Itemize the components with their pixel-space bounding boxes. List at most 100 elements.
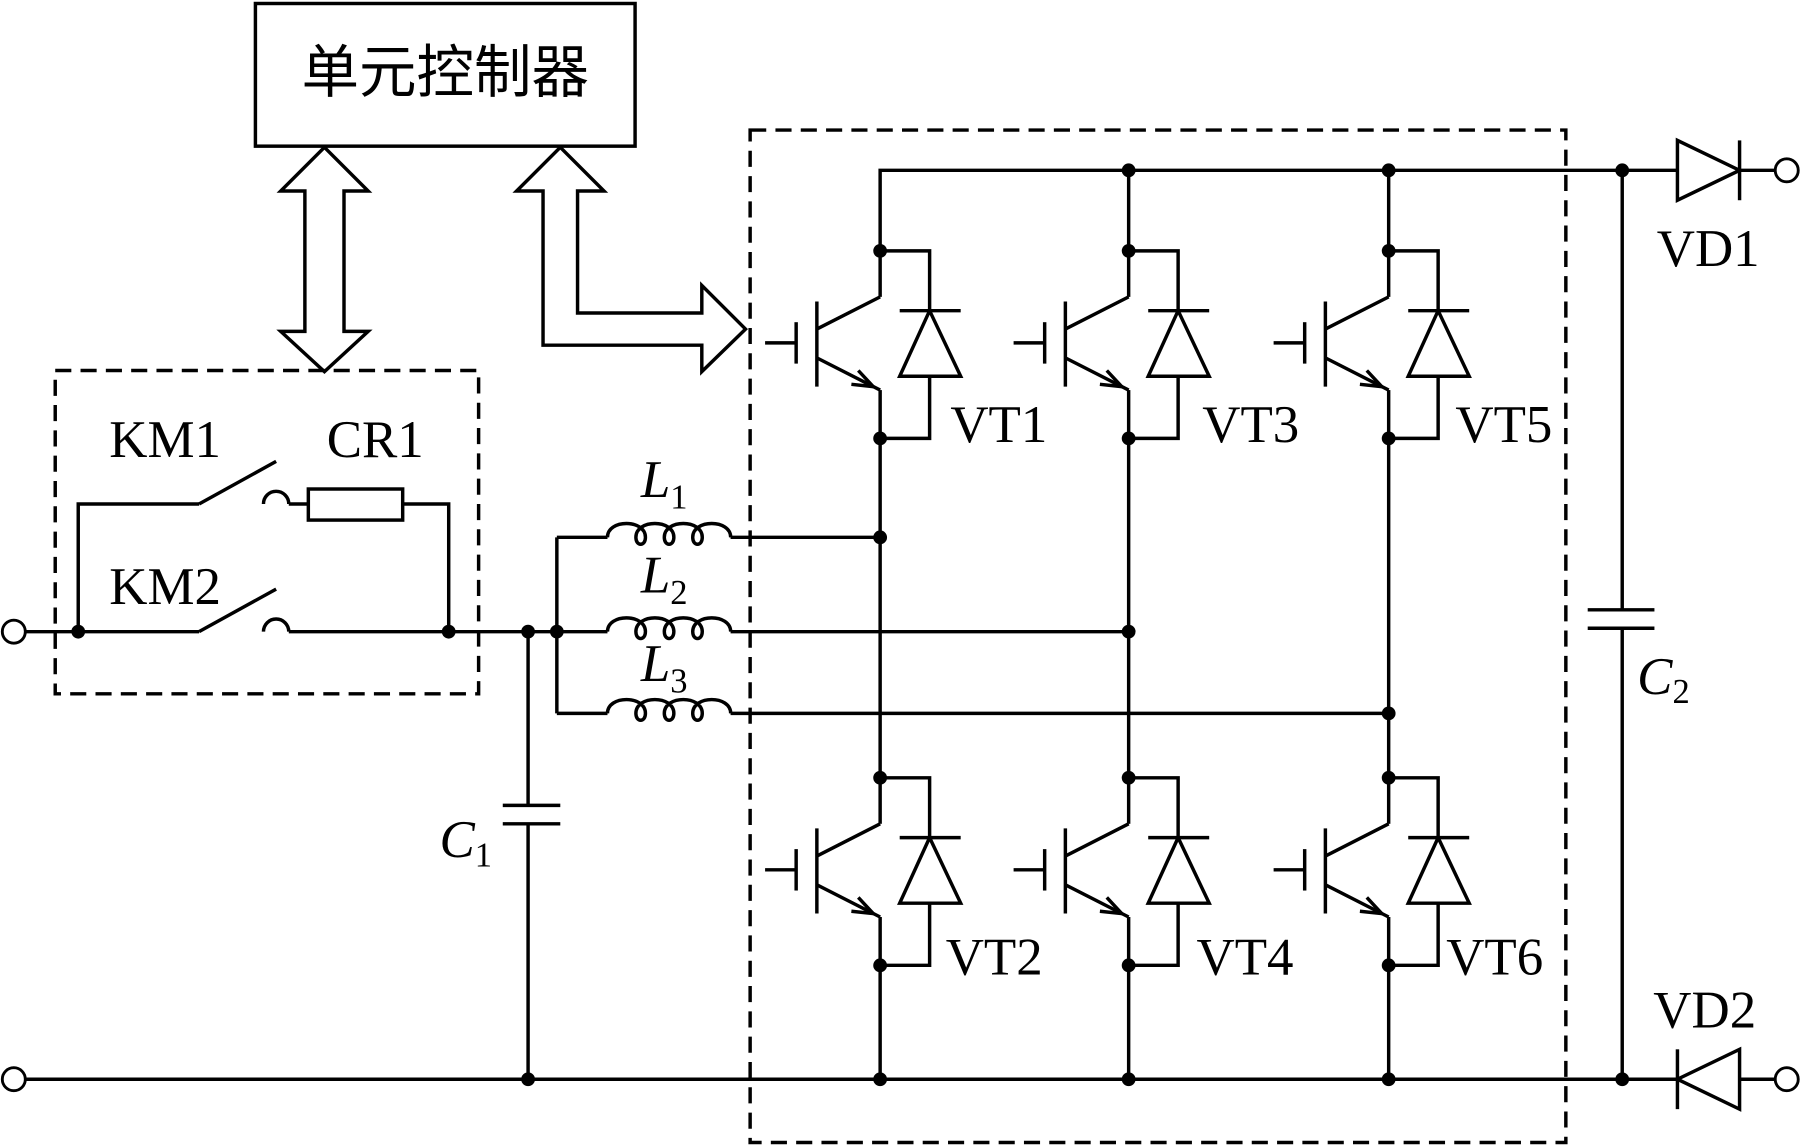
emitter-arrow: [851, 369, 878, 389]
freewheel-diode: [897, 306, 964, 378]
inductor-l1: [605, 521, 733, 546]
collector-line: [816, 295, 881, 331]
diode-bottom-wire: [1388, 903, 1440, 968]
diode-top-wire: [880, 776, 932, 838]
junction-dot: [1121, 243, 1136, 258]
igbt-cell-vt6: [1273, 770, 1472, 973]
junction-dot: [873, 770, 888, 785]
junction-dot: [873, 1072, 888, 1087]
junction-dot: [1381, 163, 1396, 178]
junction-dot: [71, 624, 86, 639]
emitter-arrow: [1099, 896, 1127, 916]
km1-branch-wire: [76, 502, 200, 632]
diode-top-wire: [880, 249, 932, 311]
junction-dot: [521, 1072, 535, 1087]
positive-rail: [878, 168, 1678, 251]
precharge-unit: KM1 CR1 KM2: [53, 368, 481, 696]
junction-dot: [1381, 958, 1396, 973]
junction-dot: [1615, 163, 1630, 178]
junction-dot: [873, 530, 888, 545]
junction-dot: [441, 624, 456, 639]
c1-label: C1: [439, 811, 492, 874]
c2-symbol: C: [1637, 648, 1673, 706]
inductor-l2: [605, 616, 733, 641]
diode-bottom-wire: [1388, 376, 1440, 441]
l1-label: L1: [640, 451, 688, 517]
vd2-triangle: [1673, 1046, 1742, 1112]
diode-top-wire: [1388, 776, 1440, 838]
bridge-dashed-box: [748, 128, 1568, 1145]
vt3-label: VT3: [1202, 396, 1299, 454]
c1-subscript: 1: [475, 836, 492, 874]
input-terminal-upper: [0, 618, 27, 645]
vd1-label: VD1: [1657, 220, 1760, 278]
cr1-resistor: [306, 487, 405, 522]
junction-dot: [873, 243, 888, 258]
km2-label: KM2: [109, 558, 221, 616]
inductor-l3: [605, 698, 733, 722]
km1-contact: [261, 489, 291, 505]
emitter-arrow: [1359, 369, 1387, 389]
c2-label: C2: [1637, 648, 1690, 711]
c1-symbol: C: [439, 811, 475, 869]
vt2-label: VT2: [946, 929, 1043, 987]
controller-label: 单元控制器: [301, 42, 589, 105]
junction-dot: [1381, 770, 1396, 785]
vt4-label: VT4: [1197, 929, 1294, 987]
igbt-bridge: [765, 243, 1472, 973]
freewheel-diode: [1405, 306, 1472, 378]
diode-top-wire: [1388, 249, 1440, 311]
vt5-label: VT5: [1455, 396, 1552, 454]
l2-label: L2: [640, 547, 688, 613]
cr1-label: CR1: [327, 411, 424, 469]
collector-line: [1064, 822, 1130, 858]
unit-controller: 单元控制器: [253, 1, 637, 148]
input-terminal-lower: [0, 1066, 27, 1093]
diode-bottom-wire: [1128, 376, 1180, 441]
vd1-triangle: [1675, 137, 1744, 203]
igbt-cell-vt3: [1013, 243, 1212, 446]
junction-dot: [1381, 431, 1396, 446]
diode-top-wire: [1128, 776, 1180, 838]
cr1-return-wire: [402, 502, 451, 632]
junction-dot: [1615, 1072, 1630, 1087]
freewheel-diode: [897, 833, 964, 905]
precharge-dashed-box: [53, 368, 481, 696]
junction-dot: [1121, 163, 1136, 178]
collector-line: [1064, 295, 1130, 331]
vd2-label: VD2: [1653, 981, 1756, 1039]
l1-symbol: L: [640, 451, 670, 509]
km1-label: KM1: [109, 411, 221, 469]
controller-box: [253, 1, 637, 148]
vt1-label: VT1: [950, 396, 1047, 454]
emitter-arrow: [851, 896, 878, 916]
junction-dot: [1381, 1072, 1396, 1087]
collector-line: [1324, 822, 1390, 858]
freewheel-diode: [1145, 833, 1212, 905]
junction-dot: [1121, 431, 1136, 446]
junction-dot: [873, 431, 888, 446]
capacitor-c1: C1: [439, 631, 561, 1080]
igbt-cell-vt5: [1273, 243, 1472, 446]
km2-switch-blade: [198, 587, 277, 634]
junction-dots: [71, 163, 1630, 1087]
km1-switch-blade: [198, 459, 277, 506]
controller-precharge-double-arrow: [276, 144, 373, 375]
collector-line: [1324, 295, 1390, 331]
vt6-label: VT6: [1446, 929, 1543, 987]
output-terminal-positive: [1773, 157, 1800, 184]
junction-dot: [1121, 770, 1136, 785]
diode-vd2: VD2: [1653, 981, 1800, 1112]
diode-top-wire: [1128, 249, 1180, 311]
km2-contact: [261, 617, 291, 632]
c2-subscript: 2: [1672, 673, 1689, 711]
igbt-cell-vt2: [765, 770, 964, 973]
diode-bottom-wire: [880, 903, 932, 968]
junction-dot: [521, 624, 535, 639]
junction-dot: [1381, 706, 1396, 721]
l2-symbol: L: [640, 547, 670, 605]
output-terminal-negative: [1773, 1066, 1800, 1093]
controller-bridge-arrow: [512, 144, 748, 376]
junction-dot: [1121, 958, 1136, 973]
